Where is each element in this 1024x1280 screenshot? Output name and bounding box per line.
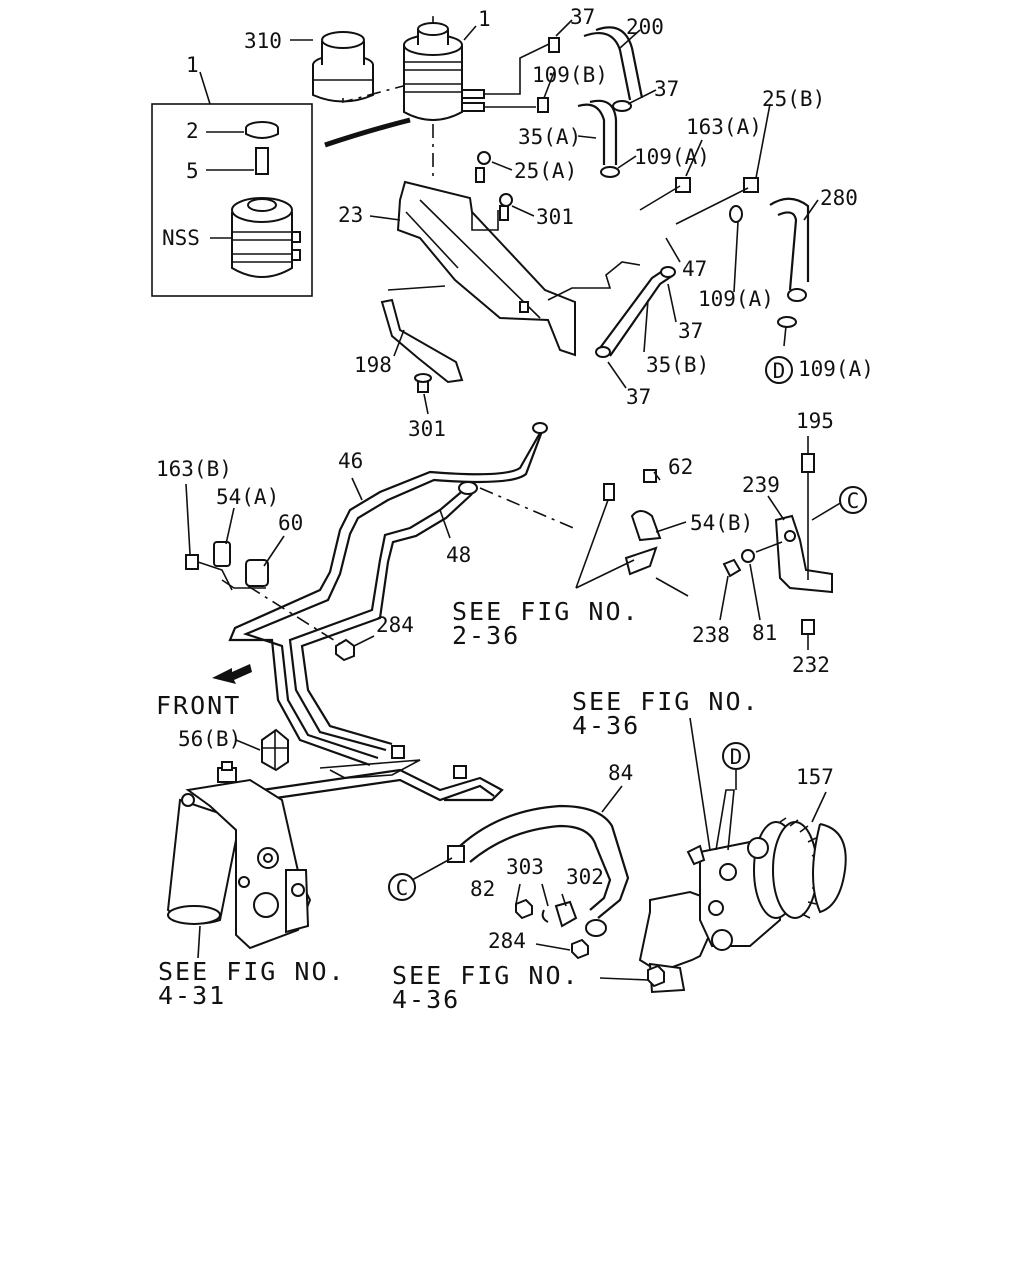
callout-c-upper: C [839,486,867,514]
label-84: 84 [608,761,633,785]
nut-284-upper [335,635,375,662]
label-5: 5 [186,159,199,183]
label-37-d: 37 [626,385,651,409]
svg-text:D: D [773,359,786,383]
label-198: 198 [354,353,392,377]
pressure-pipes [228,266,676,802]
label-232: 232 [792,653,830,677]
svg-text:4-36: 4-36 [392,985,460,1014]
label-37-c: 37 [678,319,703,343]
svg-text:C: C [396,876,409,900]
label-25b: 25(B) [762,87,825,111]
svg-text:SEE FIG NO.: SEE FIG NO. [392,961,580,990]
label-35b: 35(B) [646,353,709,377]
leader-lines [185,19,827,851]
label-46: 46 [338,449,363,473]
small-fittings-bottom [515,883,589,960]
svg-text:2-36: 2-36 [452,621,520,650]
label-163a: 163(A) [686,115,762,139]
label-47: 47 [682,257,707,281]
label-54b: 54(B) [690,511,753,535]
callout-c-lower: C [388,873,416,901]
upper-hoses [577,26,810,328]
label-195: 195 [796,409,834,433]
label-301-b: 301 [408,417,446,441]
label-239: 239 [742,473,780,497]
see-fig-4-36-lower: SEE FIG NO. 4-36 [392,961,580,1014]
reservoir-cap-310 [312,31,374,103]
label-109a-2: 109(A) [698,287,774,311]
label-54a: 54(A) [216,485,279,509]
label-37-a: 37 [570,5,595,29]
label-280: 280 [820,186,858,210]
label-109a-1: 109(A) [634,145,710,169]
label-284-a: 284 [376,613,414,637]
power-steering-pump [599,789,847,994]
label-163b: 163(B) [156,457,232,481]
svg-text:SEE FIG NO.: SEE FIG NO. [158,957,346,986]
fittings-top [475,37,759,225]
label-109a-3: 109(A) [798,357,874,381]
label-109b: 109(B) [532,63,608,87]
clamp-54b-group [479,469,689,597]
label-37-b: 37 [654,77,679,101]
label-302: 302 [566,865,604,889]
label-301-a: 301 [536,205,574,229]
svg-text:D: D [730,745,743,769]
callout-d-lower: D [722,742,750,770]
label-1-top: 1 [478,7,491,31]
clip-56b [261,728,289,772]
see-fig-4-31: SEE FIG NO. 4-31 [158,957,346,1010]
label-200: 200 [626,15,664,39]
return-hose-84 [411,804,630,937]
label-2: 2 [186,119,199,143]
callout-d-upper: D [765,356,793,384]
label-284-b: 284 [488,929,526,953]
steering-gear [166,761,312,959]
label-35a: 35(A) [518,125,581,149]
label-1-box: 1 [186,53,199,77]
svg-text:SEE FIG NO.: SEE FIG NO. [452,597,640,626]
see-fig-2-36: SEE FIG NO. 2-36 [452,597,640,650]
svg-text:4-31: 4-31 [158,981,226,1010]
label-81: 81 [752,621,777,645]
clamps-left [185,541,341,645]
label-238: 238 [692,623,730,647]
svg-text:SEE FIG NO.: SEE FIG NO. [572,687,760,716]
label-front: FRONT [156,691,241,720]
detail-box [151,71,411,297]
label-62: 62 [668,455,693,479]
svg-text:C: C [847,489,860,513]
svg-text:4-36: 4-36 [572,711,640,740]
label-82: 82 [470,877,495,901]
label-60: 60 [278,511,303,535]
bracket-23 [396,180,641,357]
bracket-198 [380,285,464,393]
bracket-239-group [722,453,843,635]
label-310: 310 [244,29,282,53]
label-nss: NSS [162,226,200,250]
front-arrow-icon [212,664,252,684]
cap-leader [342,12,434,104]
label-56b: 56(B) [178,727,241,751]
see-fig-4-36-upper: SEE FIG NO. 4-36 [572,687,760,740]
label-48: 48 [446,543,471,567]
label-303: 303 [506,855,544,879]
part-labels: 310 1 1 2 5 NSS 37 200 109(B) 37 25(B) 3… [156,5,874,953]
label-23: 23 [338,203,363,227]
label-25a: 25(A) [514,159,577,183]
reservoir-tank-1 [403,22,485,178]
label-157: 157 [796,765,834,789]
